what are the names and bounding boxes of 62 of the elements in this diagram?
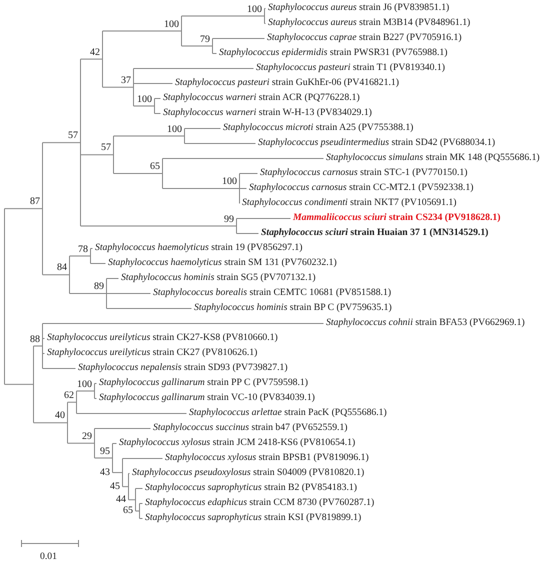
bootstrap-value: 87 — [29, 196, 40, 208]
taxon-label: Staphylococcus microti strain A25 (PV755388.1) — [223, 122, 414, 134]
bootstrap-value: 62 — [63, 390, 74, 401]
taxon-label: Staphylococcus arlettae strain PacK (PQ555686.1) — [189, 407, 387, 419]
taxon-label: Staphylococcus pseudintermedius strain SD42 (PV688034.1) — [258, 137, 496, 149]
taxon-label: Staphylococcus xylosus strain BPSB1 (PV819096.1) — [165, 452, 369, 464]
bootstrap-value: 100 — [163, 18, 179, 30]
taxon-label: Staphylococcus condimenti strain NKT7 (PV105691.1) — [242, 197, 456, 209]
bootstrap-value: 79 — [199, 34, 210, 44]
bootstrap-value: 84 — [56, 262, 67, 274]
taxon-label: Staphylococcus aureus strain J6 (PV839851.1) — [268, 2, 450, 14]
taxon-label: Staphylococcus succinus strain b47 (PV652559.1) — [153, 422, 348, 434]
bootstrap-value: 89 — [93, 281, 104, 292]
taxon-label: Staphylococcus cohnii strain BFA53 (PV662969.1) — [326, 317, 525, 329]
taxon-label: Mammaliicoccus sciuri strain CS234 (PV918628.1) — [293, 212, 500, 224]
taxon-label: Staphylococcus haemolyticus strain SM 131 (PV760232.1) — [108, 257, 337, 269]
bootstrap-value: 40 — [54, 410, 65, 422]
taxon-label: Staphylococcus simulans strain MK 148 (PQ555686.1) — [326, 152, 540, 164]
taxon-label: Staphylococcus xylosus strain JCM 2418-KS6 (PV810654.1) — [119, 437, 356, 449]
bootstrap-value: 65 — [149, 161, 160, 172]
bootstrap-value: 43 — [99, 466, 110, 478]
taxon-label: Staphylococcus aureus strain M3B14 (PV848961.1) — [268, 17, 470, 29]
taxon-label: Staphylococcus ureilyticus strain CK27-KS8 (PV810660.1) — [47, 332, 278, 344]
taxon-label: Staphylococcus gallinarum strain PP C (PV759598.1) — [99, 377, 308, 389]
bootstrap-value: 42 — [89, 46, 100, 58]
taxon-label: Staphylococcus gallinarum strain VC-10 (PV834039.1) — [99, 392, 315, 404]
taxon-label: Staphylococcus pseudoxylosus strain S04009 (PV810820.1) — [132, 467, 364, 479]
scale-value: 0.01 — [40, 551, 57, 563]
bootstrap-value: 78 — [77, 244, 88, 254]
bootstrap-value: 100 — [246, 4, 262, 14]
taxon-label: Staphylococcus saprophyticus strain KSI (PV819899.1) — [145, 512, 362, 524]
bootstrap-value: 99 — [223, 214, 234, 224]
taxon-label: Staphylococcus nepalensis strain SD93 (PV739827.1) — [78, 362, 288, 374]
bootstrap-value: 44 — [115, 494, 126, 505]
bootstrap-value: 57 — [100, 142, 111, 154]
bootstrap-value: 100 — [76, 378, 92, 390]
bootstrap-value: 88 — [29, 334, 40, 344]
taxon-label: Staphylococcus haemolyticus strain 19 (PV856297.1) — [95, 242, 302, 254]
bootstrap-value: 100 — [221, 176, 237, 187]
taxon-label: Staphylococcus warneri strain ACR (PQ776228.1) — [163, 92, 360, 104]
bootstrap-value: 65 — [122, 505, 133, 516]
bootstrap-value: 45 — [109, 480, 120, 492]
taxon-label: Staphylococcus sciuri strain Huaian 37 1 (MN314529.1) — [261, 227, 488, 239]
bootstrap-value: 29 — [81, 430, 92, 442]
taxon-label: Staphylococcus hominis strain SG5 (PV707132.1) — [121, 272, 316, 284]
taxon-label: Staphylococcus epidermidis strain PWSR31 (PV765988.1) — [219, 47, 448, 59]
taxon-label: Staphylococcus edaphicus strain CCM 8730 (PV760287.1) — [145, 497, 374, 509]
bootstrap-value: 100 — [136, 94, 152, 104]
bootstrap-value: 37 — [120, 74, 131, 86]
taxon-label: Staphylococcus pasteuri strain T1 (PV819340.1) — [256, 62, 445, 74]
taxon-label: Staphylococcus ureilyticus strain CK27 (PV810626.1) — [47, 347, 258, 359]
bootstrap-value: 100 — [166, 124, 182, 134]
taxon-label: Staphylococcus borealis strain CEMTC 10681 (PV851588.1) — [153, 287, 392, 299]
bootstrap-value: 95 — [99, 446, 110, 457]
taxon-label: Staphylococcus warneri strain W-H-13 (PV834029.1) — [163, 107, 372, 119]
taxon-label: Staphylococcus carnosus strain CC-MT2.1 (PV592338.1) — [249, 182, 474, 194]
taxon-label: Staphylococcus saprophyticus strain B2 (PV854183.1) — [145, 482, 357, 494]
taxon-label: Staphylococcus hominis strain BP C (PV759635.1) — [194, 302, 392, 314]
bootstrap-value: 57 — [67, 130, 78, 142]
taxon-label: Staphylococcus carnosus strain STC-1 (PV770150.1) — [260, 167, 468, 179]
taxon-label: Staphylococcus caprae strain B227 (PV705916.1) — [267, 32, 462, 44]
taxon-label: Staphylococcus pasteuri strain GuKhEr-06 (PV416821.1) — [175, 77, 399, 89]
